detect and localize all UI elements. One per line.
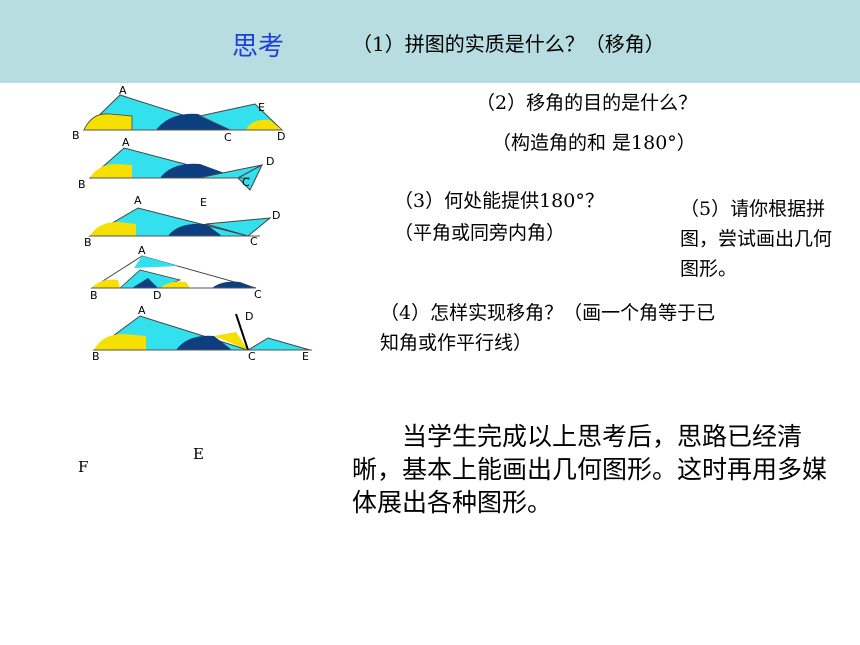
label-d: D <box>245 310 253 323</box>
label-d: D <box>272 209 280 222</box>
question-1: （1）拼图的实质是什么？（移角） <box>352 32 665 56</box>
label-e: E <box>193 445 204 463</box>
header-bar <box>0 0 860 83</box>
label-b: B <box>92 350 100 363</box>
label-a: A <box>138 304 146 317</box>
triangle-figure-3: A E B C D <box>84 194 280 249</box>
question-3: （3）何处能提供180°？ <box>394 190 604 212</box>
label-b: B <box>84 236 92 249</box>
slide-title: 思考 <box>232 32 285 62</box>
label-a: A <box>122 136 130 149</box>
summary-paragraph: 当学生完成以上思考后，思路已经清晰，基本上能画出几何图形。这时再用多媒体展出各种… <box>352 422 828 517</box>
label-b: B <box>78 178 86 191</box>
label-c: C <box>250 235 258 248</box>
label-c: C <box>242 176 250 189</box>
question-4: （4）怎样实现移角？（画一个角等于已 知角或作平行线） <box>380 302 716 354</box>
label-b: B <box>72 129 80 142</box>
label-e: E <box>258 101 265 114</box>
label-a: A <box>138 244 146 257</box>
label-a: A <box>119 84 127 97</box>
triangle-figure-5: A B C D E <box>92 304 312 363</box>
answer-2: （构造角的和 是180°） <box>492 132 696 154</box>
label-d: D <box>153 289 161 302</box>
answer-3: （平角或同旁内角） <box>394 222 566 244</box>
triangle-figure-1: A B C D E <box>72 84 285 144</box>
question-2: （2）移角的目的是什么？ <box>476 92 698 114</box>
label-f: F <box>78 458 89 476</box>
question-5: （5）请你根据拼图，尝试画出几何图形。 <box>680 198 833 280</box>
label-c: C <box>224 131 232 144</box>
label-e: E <box>302 350 309 363</box>
label-e: E <box>200 196 207 209</box>
label-b: B <box>90 289 98 302</box>
label-d: D <box>277 130 285 143</box>
label-c: C <box>248 350 256 363</box>
label-a: A <box>134 194 142 207</box>
triangle-figure-4: A B D C <box>90 244 262 302</box>
label-c: C <box>254 288 262 301</box>
label-d: D <box>266 155 274 168</box>
triangle-figure-2: A B C D <box>78 136 274 191</box>
